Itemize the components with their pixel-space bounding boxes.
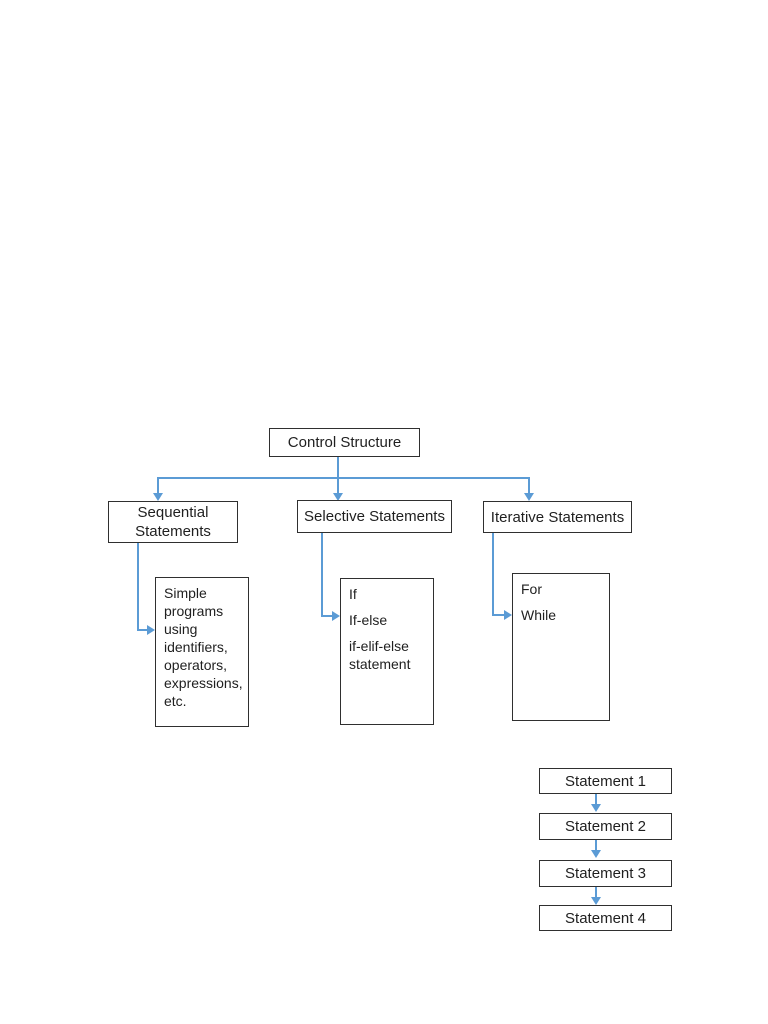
- selective-elbow-horizontal-line: [321, 615, 333, 617]
- tree-drop-line-selective: [337, 477, 339, 494]
- selective-detail-box: If If-else if-elif-else statement: [340, 578, 434, 725]
- statement-2-box: Statement 2: [539, 813, 672, 840]
- arrowhead-down-sequence-1: [591, 804, 601, 812]
- selective-detail-item: If-else: [349, 612, 388, 628]
- sequential-detail-line: etc.: [164, 693, 187, 709]
- tree-horizontal-line: [157, 477, 530, 479]
- selective-detail-item: if-elif-else statement: [349, 638, 411, 672]
- sequential-statements-box: Sequential Statements: [108, 501, 238, 543]
- sequential-elbow-vertical-line: [137, 543, 139, 631]
- arrowhead-down-sequential: [153, 493, 163, 501]
- tree-drop-line-iterative: [528, 477, 530, 494]
- sequential-detail-line: operators,: [164, 657, 228, 673]
- arrowhead-down-sequence-2: [591, 850, 601, 858]
- statement-1-box: Statement 1: [539, 768, 672, 794]
- arrowhead-right-selective: [332, 611, 340, 621]
- tree-stem-line: [337, 457, 339, 479]
- statement-1-label: Statement 1: [565, 772, 646, 790]
- arrowhead-down-iterative: [524, 493, 534, 501]
- sequence-arrow-line-3: [595, 887, 597, 898]
- iterative-detail-box: For While: [512, 573, 610, 721]
- statement-4-label: Statement 4: [565, 909, 646, 927]
- iterative-detail-item: While: [521, 607, 557, 623]
- sequential-detail-line: expressions,: [164, 675, 243, 691]
- control-structure-label: Control Structure: [287, 434, 402, 451]
- arrowhead-right-iterative: [504, 610, 512, 620]
- statement-2-label: Statement 2: [565, 818, 646, 835]
- tree-drop-line-sequential: [157, 477, 159, 494]
- arrowhead-down-sequence-3: [591, 897, 601, 905]
- iterative-elbow-horizontal-line: [492, 614, 505, 616]
- statement-4-box: Statement 4: [539, 905, 672, 931]
- statement-3-box: Statement 3: [539, 860, 672, 887]
- selective-elbow-vertical-line: [321, 533, 323, 617]
- sequential-detail-line: using: [164, 621, 198, 637]
- arrowhead-down-selective: [333, 493, 343, 501]
- sequence-arrow-line-1: [595, 794, 597, 805]
- control-structure-box: Control Structure: [269, 428, 420, 457]
- selective-detail-item: If: [349, 586, 357, 602]
- selective-statements-box: Selective Statements: [297, 500, 452, 533]
- iterative-statements-box: Iterative Statements: [483, 501, 632, 533]
- statement-3-label: Statement 3: [565, 865, 646, 882]
- sequential-detail-line: Simple: [164, 585, 207, 601]
- sequential-elbow-horizontal-line: [137, 629, 148, 631]
- sequential-label-line1: Sequential: [137, 504, 209, 521]
- arrowhead-right-sequential: [147, 625, 155, 635]
- selective-label: Selective Statements: [304, 508, 445, 525]
- iterative-label: Iterative Statements: [490, 508, 625, 526]
- sequential-label-line2: Statements: [135, 523, 211, 540]
- iterative-detail-item: For: [521, 581, 542, 597]
- iterative-elbow-vertical-line: [492, 533, 494, 616]
- sequential-detail-line: programs: [164, 603, 224, 619]
- sequential-detail-line: identifiers,: [164, 639, 228, 655]
- sequence-arrow-line-2: [595, 840, 597, 851]
- sequential-detail-box: Simple programs using identifiers, opera…: [155, 577, 249, 727]
